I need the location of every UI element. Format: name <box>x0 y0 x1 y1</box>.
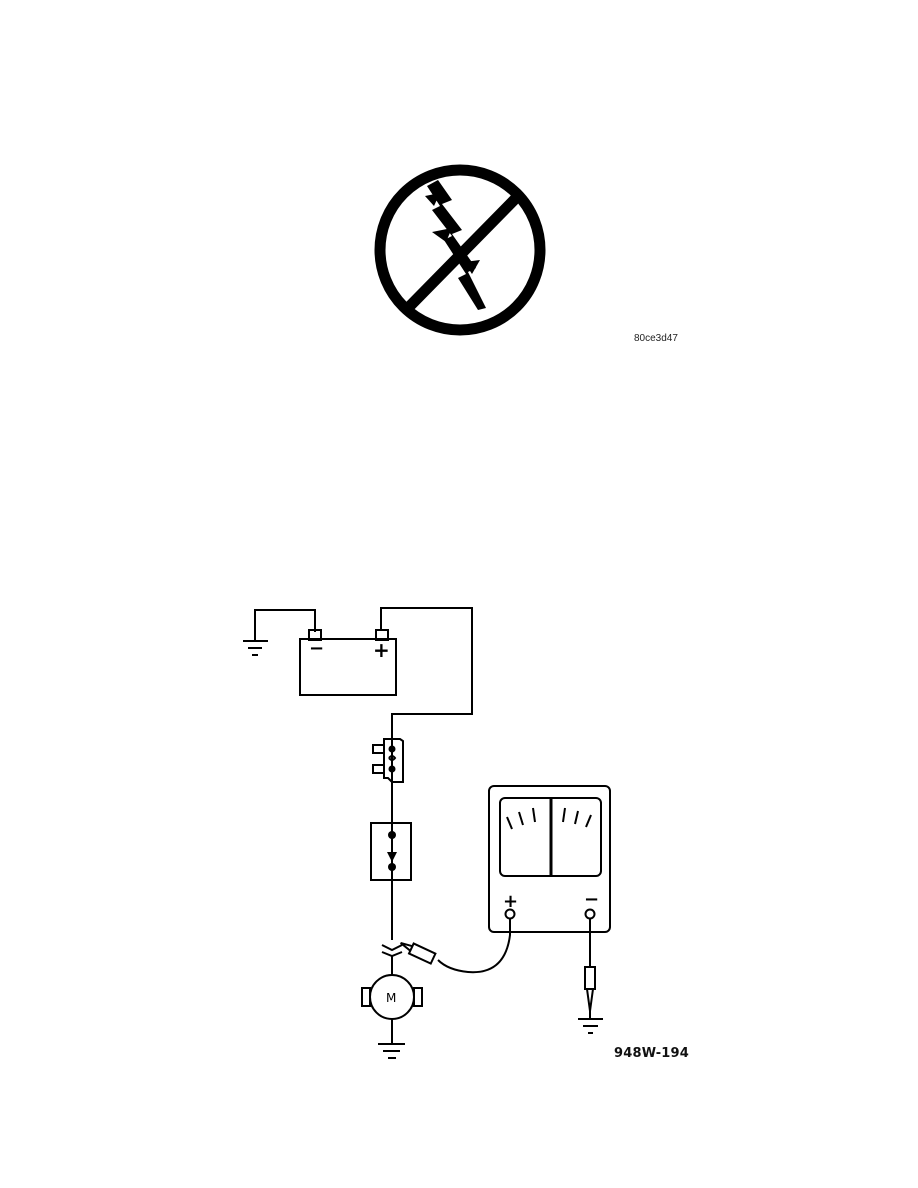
motor-ground-icon <box>378 1043 405 1059</box>
ground-icon <box>243 640 268 656</box>
switch-icon <box>370 822 412 881</box>
figure1-caption-code: 80ce3d47 <box>634 333 678 344</box>
battery-positive-label: + <box>373 638 390 662</box>
voltmeter-negative-label: − <box>584 889 599 910</box>
voltmeter-positive-label: + <box>503 891 518 912</box>
motor-label: M <box>386 991 396 1005</box>
negative-probe-icon <box>584 966 596 990</box>
battery-negative-label: − <box>309 638 324 659</box>
voltmeter-icon <box>488 785 611 933</box>
positive-probe-icon <box>400 941 437 965</box>
figure-esd-warning <box>374 164 546 336</box>
battery-ground-wire <box>254 609 316 640</box>
battery-positive-wire <box>380 607 473 738</box>
fuse-icon <box>372 738 404 783</box>
probe-ground-icon <box>578 1005 603 1034</box>
no-static-electricity-icon <box>374 164 546 336</box>
positive-probe-lead <box>437 918 511 974</box>
figure2-title-code: 948W-194 <box>614 1046 690 1061</box>
